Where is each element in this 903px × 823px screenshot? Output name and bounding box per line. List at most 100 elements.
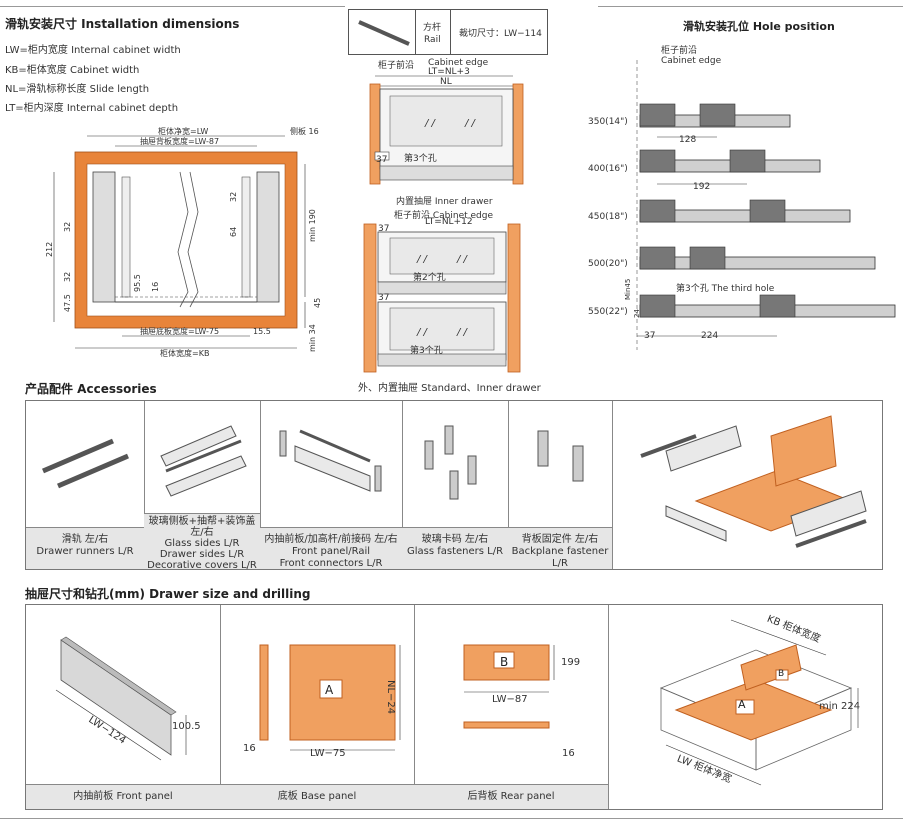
accessory-backplane-fastener: 背板固定件 左/右 Backplane fastener L/R	[508, 401, 613, 569]
drill-rear-panel: B 199 LW−87 16 后背板 Rear panel	[414, 605, 609, 809]
accessories-title: 产品配件 Accessories	[25, 382, 157, 396]
hole-edge-en: Cabinet edge	[661, 56, 722, 66]
dim-32c: 32	[229, 192, 238, 202]
hole-24: 24	[633, 309, 641, 318]
drill-front-panel: LW−124 100.5 内抽前板 Front panel	[26, 605, 221, 809]
accessory-runners: 滑轨 左/右 Drawer runners L/R	[26, 401, 145, 569]
front-panel-cn: 内抽前板/加高杆/前接码 左/右	[264, 534, 398, 545]
hole-size-450: 450(18")	[588, 212, 628, 222]
hole-edge-cn: 柜子前沿	[661, 46, 698, 56]
def-lt: LT=柜内深度 Internal cabinet depth	[5, 103, 179, 114]
backplane-en: Backplane fastener L/R	[511, 546, 609, 569]
dim-min190: min 190	[308, 209, 317, 242]
glass-fasteners-icon	[424, 425, 477, 500]
inner-edge-en: Cabinet edge	[428, 58, 489, 68]
dim-kb: 柜体宽度=KB	[160, 348, 209, 358]
rail-divider-2	[450, 10, 451, 54]
inner-edge-cn: 柜子前沿	[378, 61, 415, 71]
rail-label-en: Rail	[424, 35, 441, 45]
glass-sides-cn: 玻璃侧板+抽帮+装饰盖 左/右	[148, 516, 256, 538]
cabinet-section-diagram: 柜体净宽=LW 侧板 16 抽屉背板宽度=LW-87 抽屉底板宽度=LW-75 …	[45, 126, 322, 358]
accessory-glass-sides: 玻璃侧板+抽帮+装饰盖 左/右 Glass sides L/R Drawer s…	[144, 401, 261, 571]
accessory-front-panel: 内抽前板/加高杆/前接码 左/右 Front panel/Rail Front …	[260, 401, 403, 569]
dim-212: 212	[45, 242, 54, 257]
outer-lt: LT=NL+12	[425, 217, 473, 227]
drawer-box-3d	[659, 619, 859, 786]
outer-caption: 外、内置抽屉 Standard、Inner drawer	[358, 383, 541, 394]
backplane-cn: 背板固定件 左/右	[521, 534, 599, 545]
accessories-table: 滑轨 左/右 Drawer runners L/R 玻璃侧板+抽帮+装饰盖 左/…	[25, 400, 883, 571]
outer-drawer-diagram: / / / / / / / /	[363, 223, 521, 373]
bottom-rule	[0, 818, 903, 819]
hole-192: 192	[693, 182, 711, 192]
glass-sides-en1: Glass sides L/R	[164, 538, 240, 549]
inner-drawer-diagram: / / / /	[369, 75, 524, 185]
base-t: 16	[243, 743, 256, 754]
rear-t: 16	[562, 748, 575, 759]
glass-sides-icon	[160, 425, 247, 497]
rear-caption: 后背板 Rear panel	[414, 784, 608, 809]
hole-min45: Min45	[624, 278, 632, 300]
dim-32a: 32	[63, 272, 72, 282]
dim-45: 45	[313, 298, 322, 308]
front-panel-drawing	[55, 636, 187, 761]
rail-icon	[358, 20, 410, 46]
box-min: min 224	[819, 701, 861, 712]
rail-box: 方杆 Rail 裁切尺寸：LW−114	[348, 9, 548, 55]
dim-155: 15.5	[253, 327, 271, 336]
svg-text:/ /: / /	[424, 118, 437, 129]
hole-224: 224	[701, 331, 719, 341]
hole-size-350: 350(14")	[588, 117, 628, 127]
front-panel-icon	[279, 429, 382, 492]
rail-label-cn: 方杆	[423, 23, 442, 33]
dim-base-width: 抽屉底板宽度=LW-75	[140, 326, 219, 336]
base-panel-drawing	[259, 644, 401, 751]
def-lw: LW=柜内宽度 Internal cabinet width	[5, 45, 181, 56]
base-nl: NL−24	[385, 680, 396, 715]
drill-base-panel: A NL−24 16 LW−75 底板 Base panel	[220, 605, 415, 809]
front-caption: 内抽前板 Front panel	[26, 784, 220, 809]
hole-size-500: 500(20")	[588, 259, 628, 269]
rear-letter: B	[500, 655, 509, 669]
inner-nl: NL	[440, 77, 452, 87]
def-kb: KB=柜体宽度 Cabinet width	[5, 65, 140, 76]
install-title: 滑轨安装尺寸 Installation dimensions	[5, 17, 240, 31]
outer-second: 第2个孔	[413, 273, 446, 283]
exploded-drawer-icon	[640, 415, 867, 548]
base-letter: A	[325, 683, 334, 697]
box-b: B	[778, 669, 785, 679]
front-h: 100.5	[172, 721, 201, 732]
inner-third: 第3个孔	[404, 154, 437, 164]
accessory-glass-fasteners: 玻璃卡码 左/右 Glass fasteners L/R	[402, 401, 509, 569]
runners-icon	[42, 438, 129, 489]
hole-position-diagram	[636, 60, 896, 350]
outer-37b: 37	[378, 293, 390, 303]
top-rule-right	[598, 6, 903, 7]
dim-64: 64	[229, 227, 238, 237]
hole-128: 128	[679, 135, 697, 145]
glass-fasteners-cn: 玻璃卡码 左/右	[421, 534, 489, 545]
rear-w: LW−87	[492, 694, 528, 705]
svg-text:/ /: / /	[456, 327, 469, 338]
hole-37: 37	[644, 331, 656, 341]
runners-en: Drawer runners L/R	[36, 546, 134, 557]
base-w: LW−75	[310, 748, 346, 759]
outer-third: 第3个孔	[410, 346, 443, 356]
front-panel-en2: Front connectors L/R	[279, 558, 383, 569]
rear-panel-drawing	[463, 644, 555, 729]
runners-cn: 滑轨 左/右	[61, 534, 109, 545]
dim-back-width: 抽屉背板宽度=LW-87	[140, 136, 219, 146]
svg-text:/ /: / /	[416, 327, 429, 338]
dim-lw: 柜体净宽=LW	[158, 126, 208, 136]
hole-size-550: 550(22")	[588, 307, 628, 317]
rear-h: 199	[561, 657, 581, 668]
svg-text:/ /: / /	[456, 254, 469, 265]
top-rule-left	[0, 6, 345, 7]
def-nl: NL=滑轨标称长度 Slide length	[5, 84, 150, 95]
dim-side: 侧板 16	[290, 126, 319, 136]
inner-lt: LT=NL+3	[428, 67, 470, 77]
outer-edge: 柜子前沿 Cabinet edge	[394, 211, 494, 221]
rail-cut: 裁切尺寸：LW−114	[459, 29, 542, 39]
dim-16: 16	[151, 282, 160, 292]
inner-37: 37	[376, 155, 388, 165]
